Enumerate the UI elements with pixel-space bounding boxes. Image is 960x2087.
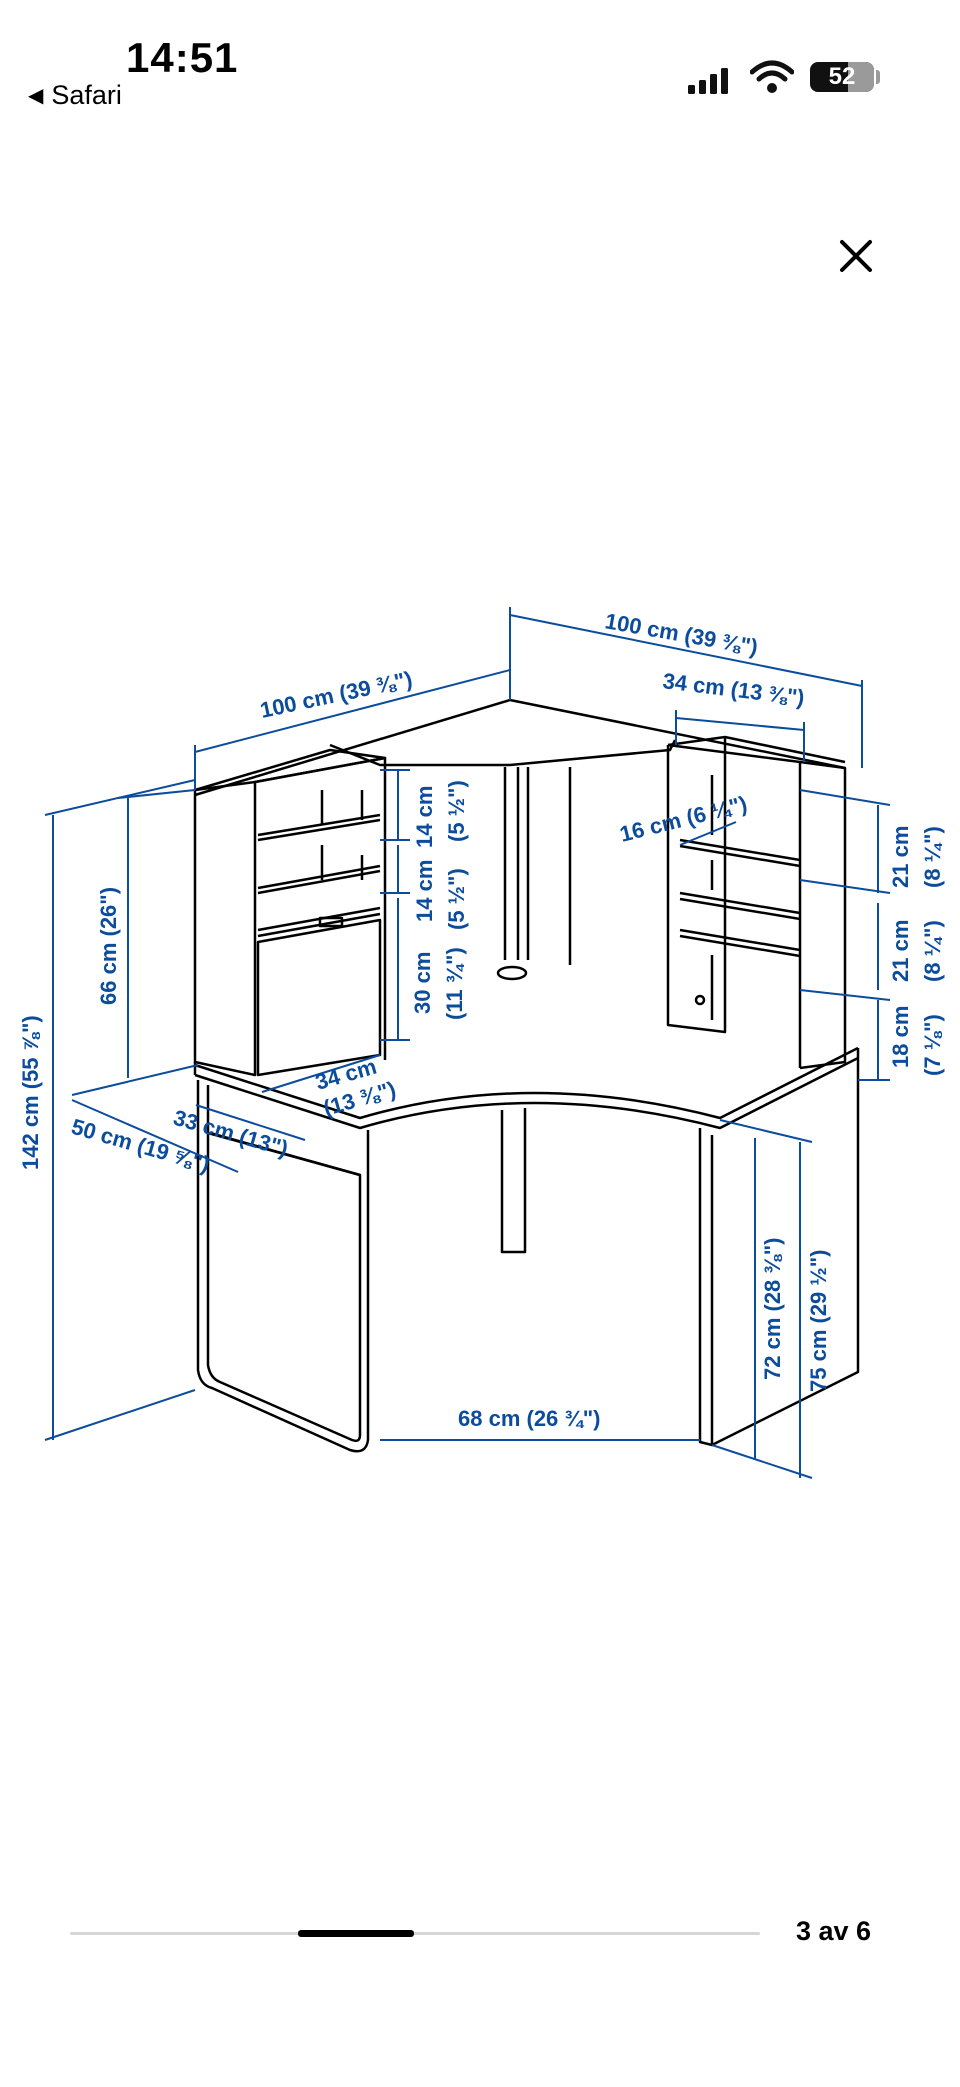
dim-right-18: 18 cm [888,1006,913,1068]
dim-shelf-30-in: (11 ¾") [442,947,467,1020]
dim-upper-height: 66 cm (26") [96,887,121,1005]
dim-right-21a: 21 cm [888,826,913,888]
battery-level: 52 [828,63,856,90]
dim-shelf-14b: 14 cm [412,860,437,922]
desk-line-art [193,698,860,1453]
pager-thumb[interactable] [298,1930,414,1937]
battery-cap [876,70,880,84]
dim-shelf-14a: 14 cm [412,786,437,848]
cellular-signal-icon [688,68,728,94]
back-app-label: Safari [51,80,122,110]
dim-right-21b-in: (8 ¼") [920,920,945,982]
dim-desk-height-72: 72 cm (28 ⅜") [760,1237,785,1380]
dim-shelf-30: 30 cm [410,952,435,1014]
desk-dimension-diagram: 100 cm (39 ⅜") 100 cm (39 ⅜") 34 cm (13 … [18,607,945,1479]
status-bar: 14:51 ◀ Safari 52 [0,0,960,120]
dim-right-18-in: (7 ⅛") [920,1014,945,1076]
wifi-icon [750,60,794,93]
dim-total-height: 142 cm (55 ⅞") [18,1015,43,1170]
dim-right-21b: 21 cm [888,920,913,982]
dim-leg-gap: 68 cm (26 ¾") [458,1406,601,1431]
back-triangle-icon: ◀ [28,85,44,107]
dim-desk-height-75: 75 cm (29 ½") [806,1249,831,1392]
battery-icon: 52 [810,62,874,92]
dim-right-shelf-depth: 16 cm (6 ¼") [617,791,749,847]
pager-track[interactable] [70,1932,760,1935]
dimension-labels: 100 cm (39 ⅜") 100 cm (39 ⅜") 34 cm (13 … [18,608,945,1431]
dim-right-21a-in: (8 ¼") [920,826,945,888]
close-icon[interactable] [828,228,884,284]
dimension-lines [44,607,891,1479]
image-pager: 3 av 6 [70,1912,960,1962]
image-counter: 3 av 6 [796,1916,872,1946]
status-time: 14:51 [126,34,239,81]
back-to-app-link[interactable]: ◀ Safari [28,80,122,111]
dim-shelf-14b-in: (5 ½") [444,868,469,930]
dim-right-shelf-width: 34 cm (13 ⅜") [661,668,806,710]
dim-top-right-width: 100 cm (39 ⅜") [603,608,760,659]
dim-shelf-14a-in: (5 ½") [444,780,469,842]
